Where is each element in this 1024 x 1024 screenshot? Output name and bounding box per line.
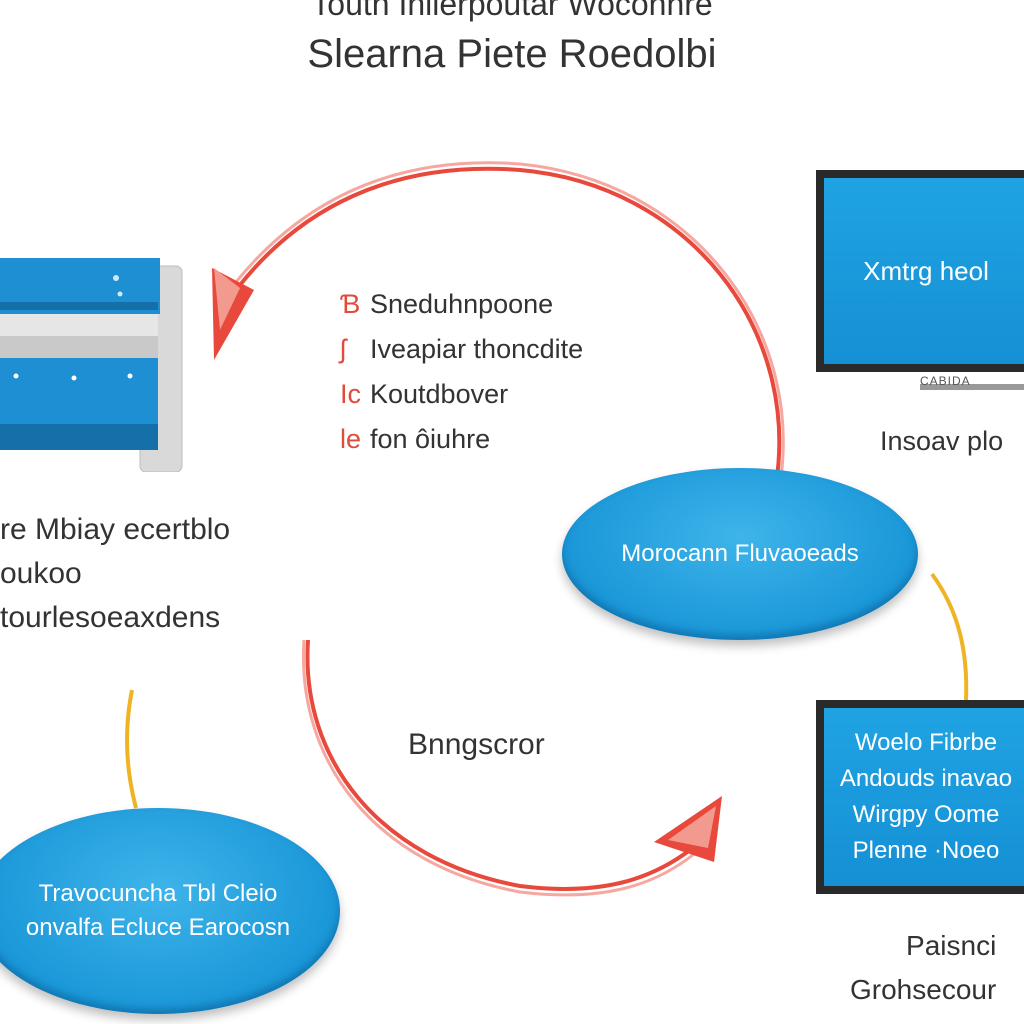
connector-left bbox=[125, 689, 138, 809]
process-node-right: Morocann Fluvaoeads bbox=[562, 468, 918, 640]
caption-line: re Mbiay ecertblo bbox=[0, 513, 231, 546]
monitor-brand: CABIDA bbox=[920, 374, 971, 388]
monitor-icon: Xmtrg heol bbox=[816, 170, 1024, 372]
list-bullet: ʃ bbox=[340, 334, 346, 364]
panel-screen: Woelo Fibrbe Andouds inavao Wirgpy Oome … bbox=[824, 708, 1024, 886]
screen-label: Xmtrg heol bbox=[863, 255, 989, 286]
list-bullet: Ɓ bbox=[340, 289, 361, 319]
list-item-label: Sneduhnpoone bbox=[370, 289, 554, 319]
feature-list: Ɓ Sneduhnpoone ʃ Iveapiar thoncdite Ic K… bbox=[340, 282, 583, 462]
screen-line: Plenne ·Noeo bbox=[852, 837, 1000, 864]
list-item: Ic Koutdbover bbox=[340, 372, 583, 417]
caption-line: tourlesoeaxdens bbox=[0, 601, 221, 634]
diagram-title-line2: Slearna Piete Roedolbi bbox=[307, 32, 717, 76]
bottom-cycle-arrow bbox=[305, 639, 692, 891]
top-cycle-arrow bbox=[238, 166, 782, 485]
screen-line: Wirgpy Oome bbox=[852, 801, 1000, 828]
display-panel-icon: Woelo Fibrbe Andouds inavao Wirgpy Oome … bbox=[816, 700, 1024, 894]
screen-line: Andouds inavao bbox=[839, 765, 1013, 792]
monitor-stand bbox=[920, 384, 1024, 390]
node-label: Travocuncha Tbl Cleio bbox=[38, 880, 278, 907]
node-label: Morocann Fluvaoeads bbox=[621, 540, 859, 567]
node-label: onvalfa Ecluce Earocosn bbox=[25, 914, 291, 941]
list-item-label: fon ôiuhre bbox=[370, 424, 491, 454]
list-item-label: Koutdbover bbox=[370, 379, 509, 409]
caption-line: Grohsecour bbox=[850, 974, 997, 1005]
caption-line: oukoo bbox=[0, 557, 82, 590]
diagram-title-line1: Touth Inlierpoutar Woconhre bbox=[311, 0, 713, 22]
screen-line: Woelo Fibrbe bbox=[854, 729, 998, 756]
connector-right bbox=[930, 572, 969, 701]
list-item: le fon ôiuhre bbox=[340, 417, 583, 462]
list-item-label: Iveapiar thoncdite bbox=[370, 334, 584, 364]
monitor-caption: Insoav plo bbox=[880, 426, 1004, 456]
device-caption: re Mbiay ecertblo oukoo tourlesoeaxdens bbox=[0, 508, 230, 640]
list-bullet: Ic bbox=[340, 379, 362, 409]
panel-caption: Paisnci Grohsecour bbox=[850, 924, 996, 1012]
server-device-icon bbox=[0, 258, 183, 472]
list-item: Ɓ Sneduhnpoone bbox=[340, 282, 583, 327]
list-bullet: le bbox=[340, 424, 362, 454]
list-item: ʃ Iveapiar thoncdite bbox=[340, 327, 583, 372]
caption-line: Paisnci bbox=[906, 930, 997, 961]
monitor-screen: Xmtrg heol bbox=[824, 178, 1024, 364]
process-node-left: Travocuncha Tbl Cleio onvalfa Ecluce Ear… bbox=[0, 808, 340, 1014]
cycle-caption: Bnngscror bbox=[408, 728, 545, 761]
